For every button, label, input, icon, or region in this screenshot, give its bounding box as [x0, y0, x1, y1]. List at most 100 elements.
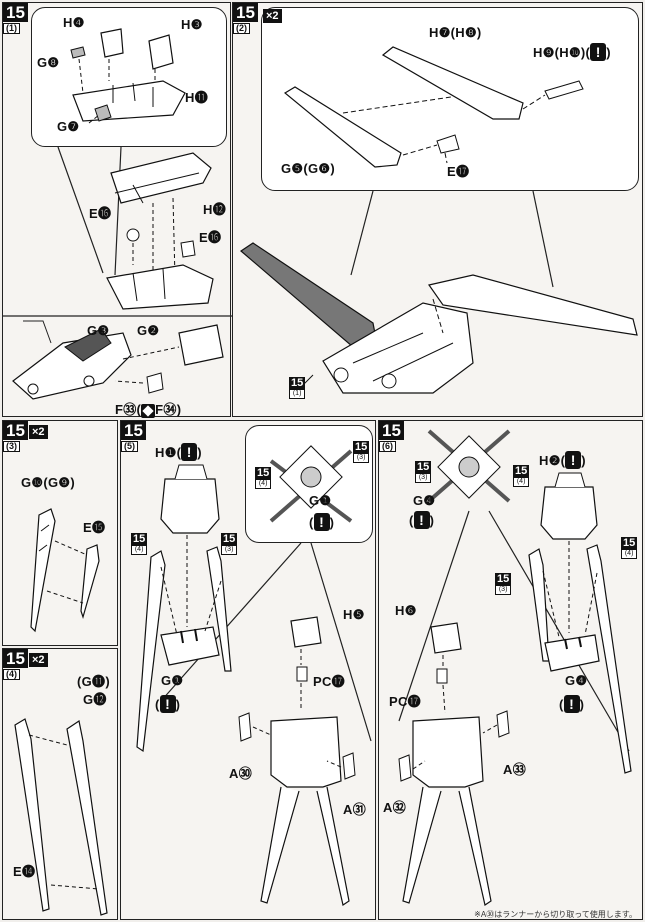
warning-icon: ! [181, 443, 198, 461]
label-g8: G❽ [37, 55, 60, 70]
label-g4b: G❹ [565, 673, 588, 688]
ref-step-15-3: 15(3) [221, 533, 238, 555]
step-number: 15 [379, 421, 404, 440]
ref-step-15-4: 15(4) [255, 467, 272, 489]
multiplier-badge: ×2 [29, 425, 48, 439]
label-g2: G❷ [137, 323, 160, 338]
callout-box [31, 7, 227, 147]
label-g4a: G❹ [413, 493, 436, 508]
step-sub: (6) [379, 441, 396, 452]
ref-sub: (3) [495, 585, 512, 595]
step-sub: (4) [3, 669, 20, 680]
ref-sub: (3) [221, 545, 238, 555]
ref-step-15-4: 15(4) [513, 465, 530, 487]
step-15-2-illustration [240, 46, 638, 394]
label-f34-text: F㉞) [155, 402, 182, 417]
label-h2: H❷(!) [539, 451, 586, 469]
label-g12: G⓬ [83, 692, 107, 707]
step-number: 15 [3, 3, 28, 22]
label-e14: E⓮ [13, 864, 36, 879]
ref-sub: (3) [415, 473, 432, 483]
label-g1b: G❶ [161, 673, 184, 688]
label-g3: G❸ [87, 323, 110, 338]
label-h11: H⓫ [185, 90, 208, 105]
label-h9h10: H❾(H❿)(!) [533, 43, 611, 61]
panel-step-15-4: 15 (4) ×2 (G⓫) G⓬ E⓮ [2, 648, 118, 920]
step-15-6-illustration [398, 429, 632, 906]
step-sub: (2) [233, 23, 250, 34]
step-number: 15 [233, 3, 258, 22]
ref-num: 15 [131, 533, 148, 545]
ref-step-15-4: 15(4) [131, 533, 148, 555]
warning-icon: ! [413, 511, 430, 529]
label-a31: A㉛ [343, 802, 366, 817]
label-g7: G❼ [57, 119, 80, 134]
label-g4a-warn: (!) [409, 511, 435, 529]
warning-icon: ! [565, 451, 582, 469]
label-h6: H❻ [395, 603, 417, 618]
label-h7h8: H❼(H❽) [429, 25, 482, 40]
ref-num: 15 [495, 573, 512, 585]
ref-sub: (4) [621, 549, 638, 559]
step-sub: (3) [3, 441, 20, 452]
warning-icon: ! [563, 695, 580, 713]
label-e15: E⓯ [83, 520, 106, 535]
label-g11: (G⓫) [77, 674, 110, 689]
ref-sub: (4) [255, 479, 272, 489]
label-a32: A㉜ [383, 800, 406, 815]
label-f33: F㉝( F㉞) [115, 399, 181, 418]
label-h5: H❺ [343, 607, 365, 622]
label-h4: H❹ [63, 15, 85, 30]
footer-note: ※A㉚はランナーから切り取って使用します。 [474, 910, 637, 919]
panel-step-15-3: 15 (3) ×2 G❿(G❾) E⓯ [2, 420, 118, 646]
step-15-3-illustration [30, 508, 100, 633]
ref-sub: (4) [131, 545, 148, 555]
panel-step-15-2: 15 (2) ×2 H❼(H❽) H❾(H❿)(!) G❺(G❻) E⓱ 15 … [232, 2, 643, 417]
ref-sub: (3) [353, 453, 370, 463]
label-g1a: G❶ [309, 493, 332, 508]
label-e17: E⓱ [447, 164, 470, 179]
label-e16a: E⓰ [89, 206, 112, 221]
multiplier-badge: ×2 [29, 653, 48, 667]
ref-step-15-4: 15(4) [621, 537, 638, 559]
step-sub: (5) [121, 441, 138, 452]
label-g10g9: G❿(G❾) [21, 475, 75, 490]
panel-step-15-1: 15 (1) [2, 2, 232, 418]
label-g1a-warn: (!) [309, 513, 335, 531]
step-number: 15 [3, 649, 28, 668]
label-h12: H⓬ [203, 202, 226, 217]
step-number: 15 [121, 421, 146, 440]
warning-icon: ! [590, 43, 607, 61]
label-h9h10-text: H❾(H❿)( [533, 45, 591, 60]
ref-num: 15 [353, 441, 370, 453]
label-pc17a: PC⓱ [313, 674, 345, 689]
label-g1b-warn: (!) [155, 695, 181, 713]
step-number: 15 [3, 421, 28, 440]
ref-sub: (4) [513, 477, 530, 487]
ref-step-15-3: 15(3) [353, 441, 370, 463]
label-h2-text: H❷( [539, 453, 566, 468]
panel-step-15-5: 15 (5) H❶(!) G❶ (!) G❶ (!) H❺ PC⓱ [120, 420, 376, 920]
label-g4b-warn: (!) [559, 695, 585, 713]
multiplier-badge: ×2 [263, 9, 282, 23]
ref-sub: (1) [289, 389, 306, 399]
step-15-5-illustration [136, 445, 372, 906]
step-sub: (1) [3, 23, 20, 34]
label-h1: H❶(!) [155, 443, 202, 461]
warning-icon: ! [313, 513, 330, 531]
ref-step-15-3: 15(3) [495, 573, 512, 595]
label-a30: A㉚ [229, 766, 252, 781]
label-a33: A㉝ [503, 762, 526, 777]
ref-num: 15 [221, 533, 238, 545]
ref-num: 15 [621, 537, 638, 549]
ref-num: 15 [289, 377, 306, 389]
label-h1-text: H❶( [155, 445, 182, 460]
step-15-1-illustration [3, 28, 232, 400]
ref-step-15-3: 15(3) [415, 461, 432, 483]
label-h3: H❸ [181, 17, 203, 32]
ref-num: 15 [255, 467, 272, 479]
step-15-4-illustration [14, 718, 108, 916]
ref-num: 15 [415, 461, 432, 473]
label-f33-text: F㉝( [115, 402, 142, 417]
panel-step-15-6: 15 (6) H❷(!) G❹ (!) G❹ (!) H❻ PC⓱ A㉜ A㉝ … [378, 420, 643, 920]
